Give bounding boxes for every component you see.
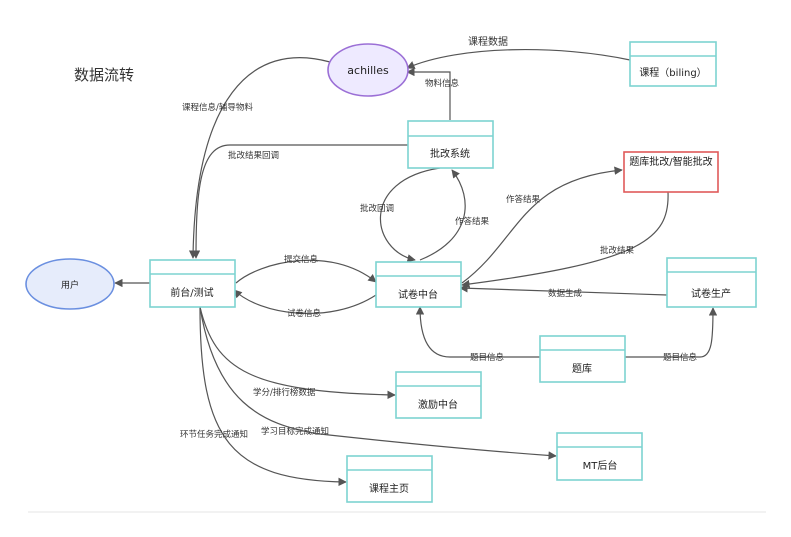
edge-exam-info — [233, 289, 377, 315]
node-course-billing: 课程（biling） — [629, 41, 717, 87]
node-course-home: 课程主页 — [346, 455, 433, 503]
node-frontend-label: 前台/测试 — [170, 286, 213, 299]
edge-grading-callback — [191, 144, 408, 259]
edge-question-info-2 — [624, 307, 718, 358]
label-answer-result-2: 作答结果 — [506, 194, 541, 205]
edge-study-goal-notice — [199, 306, 557, 460]
label-stage-task-notice: 环节任务完成通知 — [180, 429, 248, 440]
node-user: 用户 — [25, 258, 115, 310]
edge-course-data — [406, 48, 631, 69]
node-user-label: 用户 — [61, 279, 79, 291]
node-grading-system: 批改系统 — [407, 120, 494, 169]
label-question-info-1: 题目信息 — [470, 352, 505, 363]
label-question-info-2: 题目信息 — [663, 352, 698, 363]
node-exam-center: 试卷中台 — [375, 261, 462, 308]
node-frontend: 前台/测试 — [149, 259, 236, 308]
node-question-bank-label: 题库 — [572, 362, 592, 375]
label-data-generation: 数据生成 — [548, 288, 583, 299]
node-question-bank: 题库 — [539, 335, 626, 383]
node-smart-grading-label: 题库批改/智能批改 — [629, 157, 713, 168]
node-exam-center-label: 试卷中台 — [398, 288, 438, 301]
node-course-home-label: 课程主页 — [369, 483, 409, 495]
edge-data-generation — [459, 284, 668, 296]
edge-material-info — [406, 67, 451, 120]
edge-grading-return — [379, 167, 441, 263]
node-incentive-center: 激励中台 — [395, 371, 482, 419]
node-achilles-label: achilles — [347, 64, 389, 77]
label-course-data: 课程数据 — [468, 35, 508, 48]
edge-score-ranking — [199, 306, 396, 400]
diagram-title: 数据流转 — [74, 66, 134, 84]
node-smart-grading: 题库批改/智能批改 — [623, 151, 719, 193]
edge-answer-result-1 — [419, 169, 466, 261]
label-grading-return: 批改回调 — [360, 203, 394, 214]
node-mt-backend: MT后台 — [556, 432, 643, 481]
edge-question-info-1 — [415, 306, 540, 358]
label-course-info: 课程信息/辅导物料 — [182, 102, 253, 113]
label-submit-info: 提交信息 — [284, 254, 319, 265]
node-achilles: achilles — [327, 43, 409, 97]
label-grading-callback: 批改结果回调 — [228, 150, 279, 161]
label-study-goal-notice: 学习目标完成通知 — [261, 426, 329, 437]
node-grading-system-label: 批改系统 — [430, 147, 470, 160]
label-grading-result: 批改结果 — [600, 245, 635, 256]
edge-course-info — [188, 57, 331, 259]
label-exam-info: 试卷信息 — [287, 308, 322, 319]
edge-stage-task-notice — [199, 306, 347, 487]
label-answer-result-1: 作答结果 — [455, 216, 490, 227]
edge-submit-info — [235, 259, 377, 284]
node-course-billing-label: 课程（biling） — [639, 67, 706, 79]
node-exam-production: 试卷生产 — [666, 257, 757, 308]
label-material-info: 物料信息 — [425, 78, 460, 89]
node-exam-production-label: 试卷生产 — [691, 287, 731, 300]
node-incentive-center-label: 激励中台 — [418, 398, 458, 411]
edge-grading-result — [461, 191, 669, 289]
label-score-ranking: 学分/排行榜数据 — [253, 387, 316, 398]
edge-answer-result-2 — [461, 166, 623, 284]
edges — [114, 48, 718, 487]
node-mt-backend-label: MT后台 — [583, 459, 618, 472]
edge-labels: 课程数据 物料信息 课程信息/辅导物料 批改结果回调 批改回调 作答结果 作答结… — [180, 35, 698, 440]
